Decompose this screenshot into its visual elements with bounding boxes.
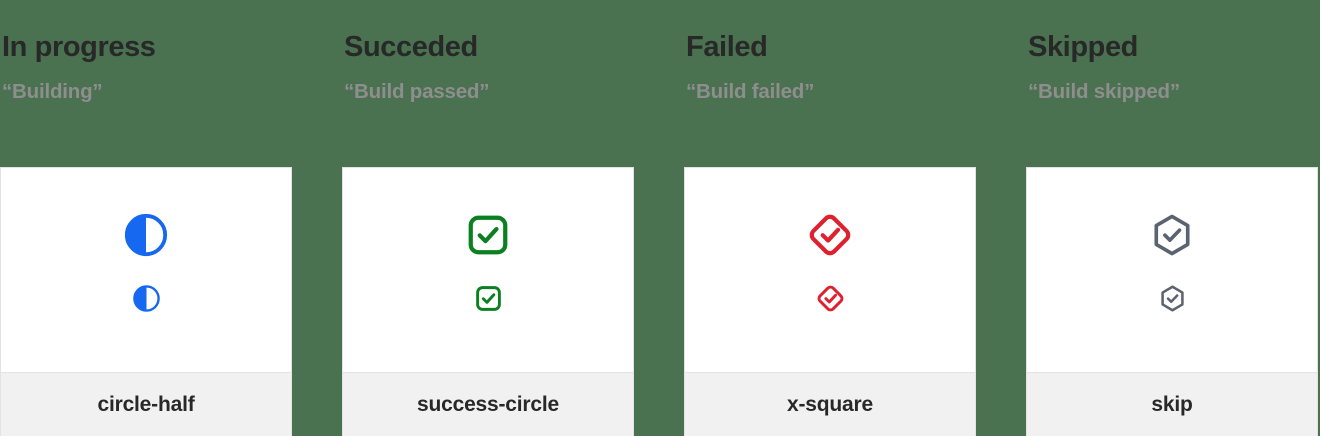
icon-name-label: skip	[1151, 392, 1193, 416]
column-title: Skipped	[1028, 31, 1138, 63]
column-header: In progress “Building”	[0, 0, 292, 167]
icon-name-label: circle-half	[97, 392, 195, 416]
x-square-icon	[807, 212, 853, 258]
column-header: Failed “Build failed”	[684, 0, 976, 167]
column-subtitle: “Build skipped”	[1028, 80, 1180, 103]
status-column-skipped: Skipped “Build skipped”	[1026, 0, 1318, 436]
column-subtitle: “Build failed”	[686, 80, 815, 103]
status-column-in-progress: In progress “Building”	[0, 0, 292, 436]
column-header: Succeded “Build passed”	[342, 0, 634, 167]
status-column-succeded: Succeded “Build passed”	[342, 0, 634, 436]
icon-card[interactable]: success-circle	[342, 167, 634, 436]
circle-half-icon-small	[132, 284, 161, 313]
icon-name-label: success-circle	[417, 392, 559, 416]
column-title: In progress	[2, 31, 156, 63]
skip-icon-small	[1158, 284, 1187, 313]
skip-icon	[1149, 212, 1195, 258]
icon-preview-area	[1027, 168, 1317, 372]
column-header: Skipped “Build skipped”	[1026, 0, 1318, 167]
icon-card[interactable]: circle-half	[0, 167, 292, 436]
icon-card-footer: circle-half	[1, 372, 291, 436]
icon-card[interactable]: skip	[1026, 167, 1318, 436]
success-circle-icon	[465, 212, 511, 258]
column-title: Failed	[686, 31, 768, 63]
icon-name-label: x-square	[787, 392, 873, 416]
icon-card-footer: skip	[1027, 372, 1317, 436]
icon-card[interactable]: x-square	[684, 167, 976, 436]
icon-preview-area	[343, 168, 633, 372]
icon-card-footer: x-square	[685, 372, 975, 436]
column-title: Succeded	[344, 31, 478, 63]
icon-card-footer: success-circle	[343, 372, 633, 436]
icon-preview-area	[685, 168, 975, 372]
status-column-failed: Failed “Build failed”	[684, 0, 976, 436]
x-square-icon-small	[816, 284, 845, 313]
success-circle-icon-small	[474, 284, 503, 313]
icon-preview-area	[1, 168, 291, 372]
column-subtitle: “Building”	[2, 80, 103, 103]
column-subtitle: “Build passed”	[344, 80, 490, 103]
circle-half-icon	[123, 212, 169, 258]
